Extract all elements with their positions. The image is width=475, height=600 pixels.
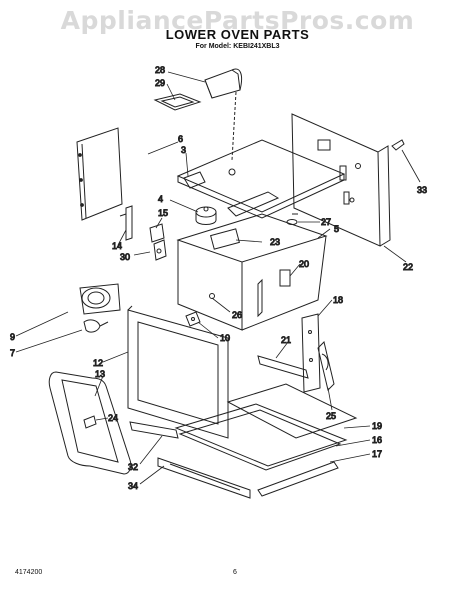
callout-9: 9 — [10, 332, 15, 342]
door-gasket-part — [48, 371, 132, 475]
oven-cavity-part — [176, 213, 328, 331]
callout-30: 30 — [120, 252, 130, 262]
callout-12: 12 — [93, 358, 103, 368]
callout-33: 33 — [417, 185, 427, 195]
callout-32: 32 — [128, 462, 138, 472]
callout-23: 23 — [270, 237, 280, 247]
callout-19: 19 — [372, 421, 382, 431]
callout-6: 6 — [178, 134, 183, 144]
callout-26: 26 — [232, 310, 242, 320]
callout-5: 5 — [334, 224, 339, 234]
top-panel-part — [176, 139, 346, 219]
callout-28: 28 — [155, 65, 165, 75]
callout-3: 3 — [181, 145, 186, 155]
rail-hinge-parts — [257, 313, 335, 393]
front-frame-part — [127, 305, 229, 439]
document-number: 4174200 — [15, 569, 43, 576]
callout-29: 29 — [155, 78, 165, 88]
fan-motor-part — [195, 206, 217, 225]
callout-27: 27 — [321, 217, 331, 227]
leader-lines — [15, 71, 421, 485]
vent-duct-part — [153, 68, 243, 161]
callout-16: 16 — [372, 435, 382, 445]
fastener-part — [83, 415, 97, 429]
callout-numbers: 28 29 6 3 33 4 27 5 15 23 14 30 20 22 18… — [10, 65, 428, 492]
callout-22: 22 — [403, 262, 413, 272]
callout-25: 25 — [326, 411, 336, 421]
callout-14: 14 — [112, 241, 122, 251]
diagram-title: LOWER OVEN PARTS — [165, 27, 310, 42]
back-panel-part — [291, 113, 405, 247]
callout-18: 18 — [333, 295, 343, 305]
model-line: For Model: KEBI241XBL3 — [0, 43, 475, 50]
model-prefix: For Model: — [195, 43, 232, 50]
side-panel-part — [76, 127, 123, 221]
callout-24: 24 — [108, 413, 118, 423]
page-number: 6 — [233, 569, 237, 576]
clip-part — [185, 311, 201, 327]
model-number: KEBI241XBL3 — [233, 43, 280, 50]
watermark-text: AppliancePartsPros.com — [60, 6, 415, 35]
callout-21: 21 — [281, 335, 291, 345]
callout-10: 10 — [220, 333, 230, 343]
callout-17: 17 — [372, 449, 382, 459]
callout-15: 15 — [158, 208, 168, 218]
callout-20: 20 — [299, 259, 309, 269]
callout-4: 4 — [158, 194, 163, 204]
light-assembly-part — [79, 283, 121, 333]
callout-34: 34 — [128, 481, 138, 491]
trim-strip-parts — [129, 421, 251, 499]
bottom-panel-parts — [174, 383, 358, 497]
callout-13: 13 — [95, 369, 105, 379]
callout-7: 7 — [10, 348, 15, 358]
